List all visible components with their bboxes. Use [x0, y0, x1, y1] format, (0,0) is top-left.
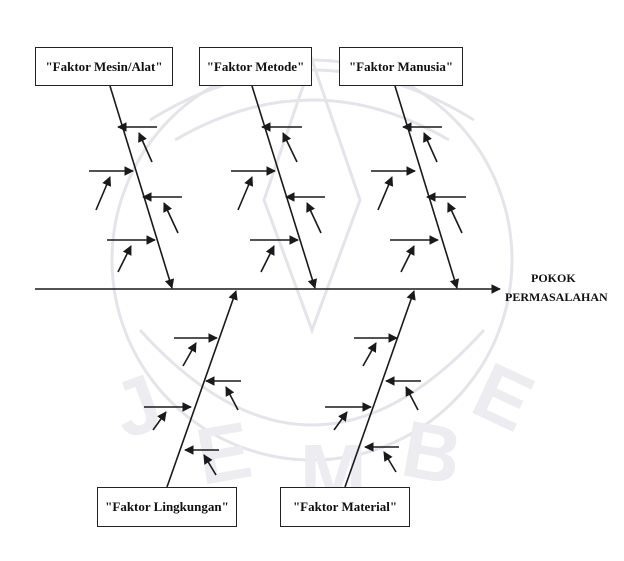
sub-cause-arrow — [163, 202, 179, 234]
sub-cause-arrow — [377, 176, 394, 211]
sub-cause-arrow — [117, 245, 132, 273]
sub-cause-arrow — [400, 245, 415, 273]
sub-cause-arrow — [237, 176, 254, 211]
bone-lingkungan — [166, 290, 238, 488]
bone-manusia — [394, 85, 460, 289]
sub-cause-arrow — [362, 342, 377, 367]
sub-cause-arrow — [203, 454, 217, 476]
sub-cause-arrow — [405, 386, 419, 411]
cause-box-mesin-alat: "Faktor Mesin/Alat" — [35, 47, 173, 86]
cause-box-metode: "Faktor Metode" — [199, 47, 312, 86]
sub-cause-arrow — [152, 411, 167, 431]
effect-label-line1: POKOK — [531, 271, 576, 285]
sub-cause-arrow — [423, 132, 438, 163]
bone-metode — [251, 85, 318, 289]
sub-cause-arrow — [447, 202, 463, 234]
sub-cause-arrow — [95, 176, 112, 211]
sub-cause-arrow — [182, 342, 197, 367]
sub-cause-arrow — [333, 411, 348, 431]
sub-cause-arrow — [260, 245, 275, 273]
bone-material — [344, 290, 416, 488]
sub-cause-arrow — [138, 132, 153, 163]
bone-mesin — [109, 85, 175, 289]
sub-cause-arrow — [306, 202, 322, 234]
cause-box-manusia: "Faktor Manusia" — [339, 47, 463, 86]
sub-cause-arrow — [282, 132, 298, 163]
effect-label-line2: PERMASALAHAN — [505, 290, 608, 304]
sub-cause-arrow — [383, 451, 397, 473]
cause-box-lingkungan: "Faktor Lingkungan" — [97, 487, 237, 527]
cause-box-material: "Faktor Material" — [280, 487, 410, 527]
sub-cause-arrow — [225, 386, 239, 411]
effect-label: POKOK PERMASALAHAN — [505, 269, 620, 307]
